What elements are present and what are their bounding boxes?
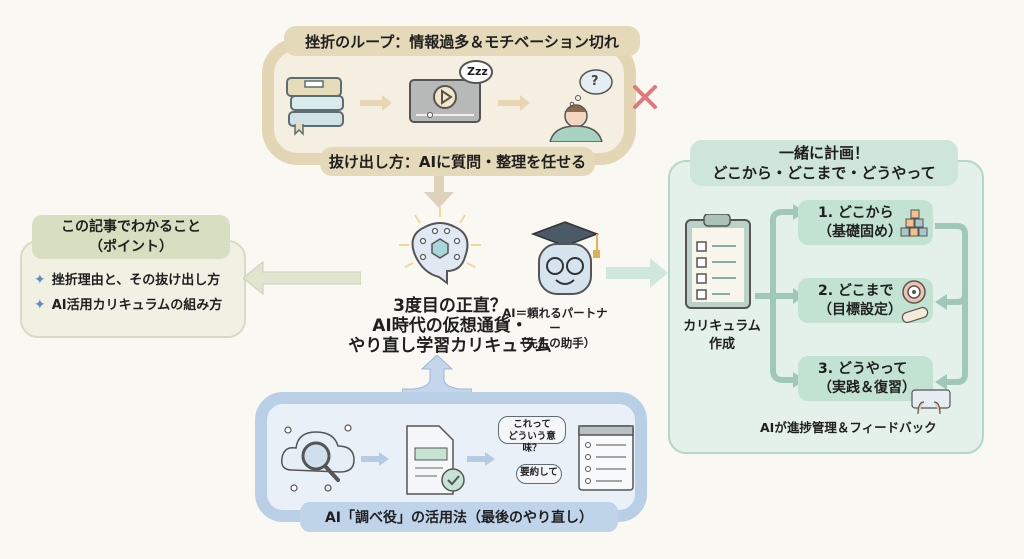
main-title-line2: AI時代の仮想通貨・	[372, 316, 528, 336]
clipboard-icon	[685, 214, 751, 309]
sleep-text: Zzz	[467, 65, 488, 78]
step-2-title: 2. どこまで	[818, 283, 894, 299]
arrow-left-icon	[243, 261, 361, 295]
main-title-line1: 3度目の正直？	[393, 296, 507, 316]
keyboard-icon	[911, 389, 951, 415]
frustration-loop-title: 挫折のループ：情報過多＆モチベーション切れ	[284, 26, 640, 56]
arrow-right-icon	[360, 95, 392, 111]
point-item: ✦ 挫折理由と、その抜け出し方	[34, 268, 222, 293]
arrow-right-icon	[361, 452, 389, 466]
arrow-right-icon	[467, 452, 495, 466]
progress-feedback-label: AIが進捗管理＆フィードバック	[760, 420, 937, 435]
cloud-search-icon	[280, 424, 355, 492]
main-title-line3: やり直し学習カリキュラム	[348, 336, 552, 356]
step-1-subtitle: （基礎固め）	[818, 224, 902, 240]
question-bubble-line1: これって	[513, 419, 551, 430]
arrow-down-icon	[424, 176, 454, 208]
main-title: 3度目の正直？ AI時代の仮想通貨・ やり直し学習カリキュラム	[320, 296, 580, 356]
step-1-title: 1. どこから	[818, 205, 894, 221]
ai-teacher-line2: （先生の助手）	[514, 336, 596, 350]
browser-list-icon	[578, 425, 634, 491]
blocks-icon	[900, 209, 928, 237]
curriculum-line1: カリキュラム	[683, 319, 761, 334]
question-bubble-line2: どういう意味？	[508, 431, 556, 454]
summarize-bubble: 要約して	[516, 464, 562, 484]
plan-title-line1: 一緒に計画！	[778, 144, 869, 162]
question-bubble: これって どういう意味？	[498, 416, 566, 454]
feedback-arrows-icon	[935, 223, 968, 390]
arrow-up-icon	[402, 355, 472, 397]
curriculum-line2: 作成	[708, 337, 735, 352]
plan-title: 一緒に計画！ どこから・どこまで・どうやって	[690, 140, 958, 186]
step-how: 3. どうやって （実践＆復習）	[798, 356, 933, 401]
cross-icon	[633, 85, 657, 109]
research-loop-title: AI「調べ役」の活用法（最後のやり直し）	[300, 502, 618, 532]
ai-teacher-label: AI＝頼れるパートナー （先生の助手）	[500, 306, 610, 351]
target-icon	[901, 280, 929, 324]
video-player-icon	[409, 60, 493, 123]
arrow-right-icon	[606, 258, 668, 288]
books-icon	[286, 77, 344, 136]
step-2-subtitle: （目標設定）	[818, 302, 902, 318]
question-mark: ?	[591, 74, 599, 89]
diamond-bullet-icon: ✦	[34, 297, 46, 313]
diamond-bullet-icon: ✦	[34, 272, 46, 288]
curriculum-label: カリキュラム 作成	[672, 318, 772, 354]
step-where-from: 1. どこから （基礎固め）	[798, 200, 933, 245]
points-title: この記事でわかること （ポイント）	[32, 215, 230, 259]
robot-teacher-icon	[530, 221, 600, 295]
point-item-text: AI活用カリキュラムの組み方	[51, 298, 223, 313]
points-title-line2: （ポイント）	[89, 239, 173, 255]
ai-teacher-line1: AI＝頼れるパートナー	[502, 306, 608, 335]
point-item: ✦ AI活用カリキュラムの組み方	[34, 293, 222, 318]
confused-person-icon	[549, 69, 613, 142]
plan-title-line2: どこから・どこまで・どうやって	[712, 164, 936, 182]
escape-method-label: 抜け出し方：AIに質問・整理を任せる	[320, 147, 595, 176]
step-3-subtitle: （実践＆復習）	[818, 380, 916, 396]
points-list: ✦ 挫折理由と、その抜け出し方 ✦ AI活用カリキュラムの組み方	[34, 268, 222, 318]
arrow-right-icon	[498, 95, 530, 111]
brain-icon	[399, 207, 481, 285]
step-3-title: 3. どうやって	[818, 361, 908, 377]
point-item-text: 挫折理由と、その抜け出し方	[51, 273, 221, 288]
document-check-icon	[406, 425, 465, 495]
points-title-line1: この記事でわかること	[61, 219, 201, 235]
